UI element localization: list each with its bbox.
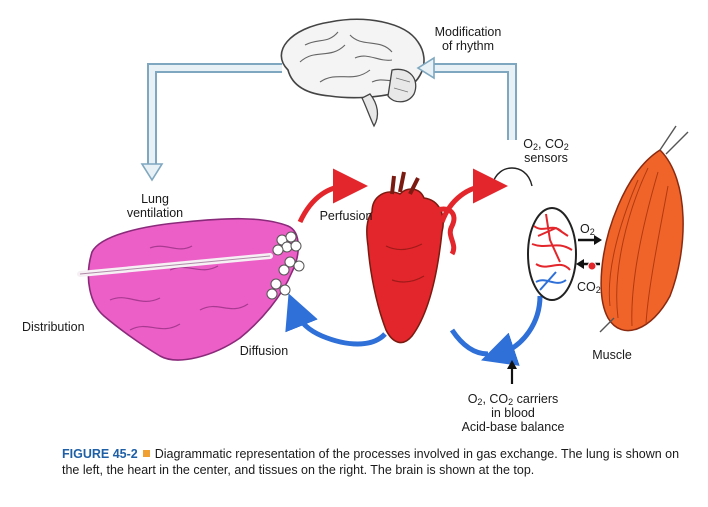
brain-illustration <box>280 18 425 128</box>
sensor-bracket <box>491 167 533 187</box>
brain-to-lung-pipe <box>140 63 282 182</box>
figure-number: FIGURE 45-2 <box>62 447 138 461</box>
carriers-label: O2, CO2 carriers in blood Acid-base bala… <box>461 392 565 434</box>
o2-out-label: O2 <box>580 222 595 237</box>
muscle-illustration <box>587 125 689 333</box>
sensors-label: O2, CO2 sensors <box>523 137 569 165</box>
sensors-to-brain-pipe <box>416 56 517 140</box>
carriers-arrowhead <box>507 360 517 369</box>
distribution-label: Distribution <box>22 320 85 334</box>
perfusion-arrow <box>297 168 368 224</box>
diffusion-label: Diffusion <box>239 344 289 358</box>
lung-illustration <box>77 217 305 361</box>
lung-ventilation-label: Lung ventilation <box>126 192 184 220</box>
capillary-bed <box>527 207 577 301</box>
modification-label: Modification of rhythm <box>434 25 502 53</box>
venous-arrow-right <box>481 295 543 366</box>
diffusion-arrow <box>285 293 387 347</box>
caption-text: Diagrammatic representation of the proce… <box>62 447 680 477</box>
heart-illustration <box>366 171 457 344</box>
caption-bullet <box>142 450 150 457</box>
perfusion-label: Perfusion <box>319 209 373 223</box>
muscle-label: Muscle <box>592 348 632 362</box>
co2-in-label: CO2 <box>577 280 601 295</box>
co2-in-arrowhead <box>576 259 584 269</box>
o2-out-arrowhead <box>594 235 602 245</box>
venous-return <box>449 328 489 357</box>
arterial-arrow-right <box>439 168 508 223</box>
